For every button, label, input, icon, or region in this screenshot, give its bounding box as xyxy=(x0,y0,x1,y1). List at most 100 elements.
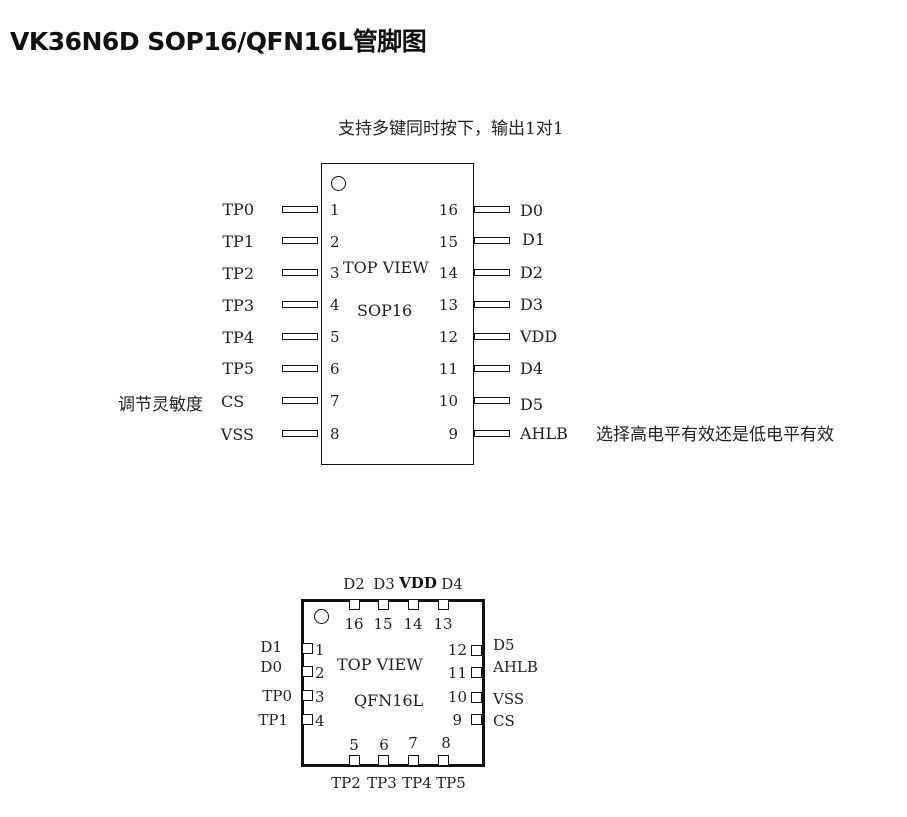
qfn-right-pin-name: VSS xyxy=(493,690,525,708)
qfn-right-pin-name: AHLB xyxy=(493,658,538,676)
sop-right-pin-name: D0 xyxy=(520,201,544,220)
sop-left-pin-number: 8 xyxy=(330,425,340,443)
qfn-view-label: TOP VIEW xyxy=(337,655,423,674)
qfn-bottom-pin-number: 6 xyxy=(379,736,389,754)
qfn-right-pad xyxy=(471,645,482,656)
sop-left-pin-number: 5 xyxy=(330,328,340,346)
qfn-right-pad xyxy=(471,692,482,703)
qfn-bottom-pin-number: 7 xyxy=(408,734,418,752)
sop-right-pin-number: 13 xyxy=(438,296,458,314)
sop-right-pin-name: AHLB xyxy=(520,424,568,443)
qfn-top-pin-number: 13 xyxy=(433,615,453,633)
qfn-bottom-pad xyxy=(378,755,389,766)
sop-left-pin-number: 1 xyxy=(330,201,340,219)
sop-chip-body xyxy=(321,163,474,465)
sop-left-pin-number: 7 xyxy=(330,392,340,410)
sop-right-pin-number: 9 xyxy=(448,425,458,443)
sop-left-pin-lead xyxy=(282,365,318,372)
qfn-top-pin-name: D2 xyxy=(343,575,365,593)
sop-right-pin-lead xyxy=(474,430,510,437)
sop-left-pin-name: TP4 xyxy=(222,328,254,347)
qfn-left-pin-name: D1 xyxy=(260,638,282,656)
sop-left-pin-lead xyxy=(282,237,318,244)
sop-right-pin-lead xyxy=(474,397,510,404)
pin1-marker-icon xyxy=(314,609,329,624)
qfn-right-pin-name: CS xyxy=(493,712,515,730)
qfn-left-pad xyxy=(302,643,313,654)
qfn-right-pad xyxy=(471,714,482,725)
qfn-left-pin-name: TP0 xyxy=(262,687,292,705)
sop-right-pin-number: 11 xyxy=(438,360,458,378)
sop-left-pin-name: VSS xyxy=(220,425,254,444)
sop-right-pin-name: D5 xyxy=(520,395,544,414)
sop-left-pin-name: TP1 xyxy=(222,232,254,251)
qfn-bottom-pad xyxy=(349,755,360,766)
sop-right-pin-number: 12 xyxy=(438,328,458,346)
sop-right-pin-lead xyxy=(474,301,510,308)
sop-right-pin-number: 10 xyxy=(438,392,458,410)
qfn-top-pin-number: 15 xyxy=(373,615,393,633)
sop-left-pin-name: TP0 xyxy=(222,200,254,219)
qfn-chip-body xyxy=(301,599,485,767)
qfn-bottom-pad xyxy=(438,755,449,766)
sop-right-pin-name: D1 xyxy=(522,230,546,249)
qfn-right-pin-name: D5 xyxy=(493,636,515,654)
qfn-left-pin-number: 3 xyxy=(315,688,325,706)
sop-right-pin-name: D2 xyxy=(520,263,544,282)
qfn-bottom-pin-name: TP2 xyxy=(331,774,361,792)
qfn-left-pin-number: 1 xyxy=(315,641,325,659)
sop-left-pin-number: 3 xyxy=(330,264,340,282)
qfn-bottom-pin-name: TP5 xyxy=(436,774,466,792)
page-title: VK36N6D SOP16/QFN16L管脚图 xyxy=(10,27,427,56)
qfn-top-pin-name: D4 xyxy=(441,575,463,593)
sop-right-pin-lead xyxy=(474,269,510,276)
sop-right-pin-number: 14 xyxy=(438,264,458,282)
sop-left-pin-name: CS xyxy=(221,392,245,411)
sop-right-pin-lead xyxy=(474,206,510,213)
qfn-top-pad xyxy=(438,599,449,610)
qfn-bottom-pin-name: TP3 xyxy=(367,774,397,792)
sop-note: 支持多键同时按下，输出1对1 xyxy=(338,119,564,139)
qfn-left-pad xyxy=(302,666,313,677)
sop-right-pin-name: VDD xyxy=(520,327,558,346)
qfn-package-label: QFN16L xyxy=(354,691,424,710)
qfn-right-pin-number: 10 xyxy=(447,688,467,706)
sop-left-pin-name: TP2 xyxy=(222,264,254,283)
qfn-bottom-pin-number: 8 xyxy=(441,734,451,752)
sop-left-pin-lead xyxy=(282,397,318,404)
sop-right-pin-name: D4 xyxy=(520,359,544,378)
qfn-left-pin-name: D0 xyxy=(260,658,282,676)
sop-right-pin-lead xyxy=(474,237,510,244)
qfn-right-pad xyxy=(471,667,482,678)
qfn-top-pad xyxy=(349,599,360,610)
sop-left-pin-lead xyxy=(282,301,318,308)
sop-left-pin-lead xyxy=(282,333,318,340)
sop-right-pin-lead xyxy=(474,365,510,372)
qfn-top-pin-number: 14 xyxy=(403,615,423,633)
qfn-left-pin-number: 4 xyxy=(315,712,325,730)
qfn-bottom-pin-name: TP4 xyxy=(402,774,432,792)
sop-package-label: SOP16 xyxy=(357,301,413,320)
qfn-top-pad xyxy=(378,599,389,610)
qfn-left-pin-name: TP1 xyxy=(258,711,288,729)
qfn-top-pad xyxy=(408,599,419,610)
qfn-bottom-pin-number: 5 xyxy=(349,736,359,754)
qfn-right-pin-number: 12 xyxy=(447,641,467,659)
qfn-left-pad xyxy=(302,690,313,701)
qfn-top-pin-name: D3 xyxy=(373,575,395,593)
sop-left-pin-name: TP3 xyxy=(222,296,254,315)
sop-view-label: TOP VIEW xyxy=(343,258,429,277)
sop-right-pin-number: 15 xyxy=(438,233,458,251)
qfn-right-pin-number: 11 xyxy=(447,664,467,682)
qfn-top-pin-number: 16 xyxy=(344,615,364,633)
sop-left-pin-lead xyxy=(282,206,318,213)
qfn-left-pin-number: 2 xyxy=(315,664,325,682)
qfn-bottom-pad xyxy=(408,755,419,766)
qfn-right-pin-number: 9 xyxy=(452,711,462,729)
sop-left-pin-number: 2 xyxy=(330,233,340,251)
qfn-top-pin-name: VDD xyxy=(399,574,437,592)
sop-right-pin-lead xyxy=(474,333,510,340)
pin1-marker-icon xyxy=(331,176,346,191)
sop-left-pin-number: 6 xyxy=(330,360,340,378)
sop-left-pin-name: TP5 xyxy=(222,359,254,378)
